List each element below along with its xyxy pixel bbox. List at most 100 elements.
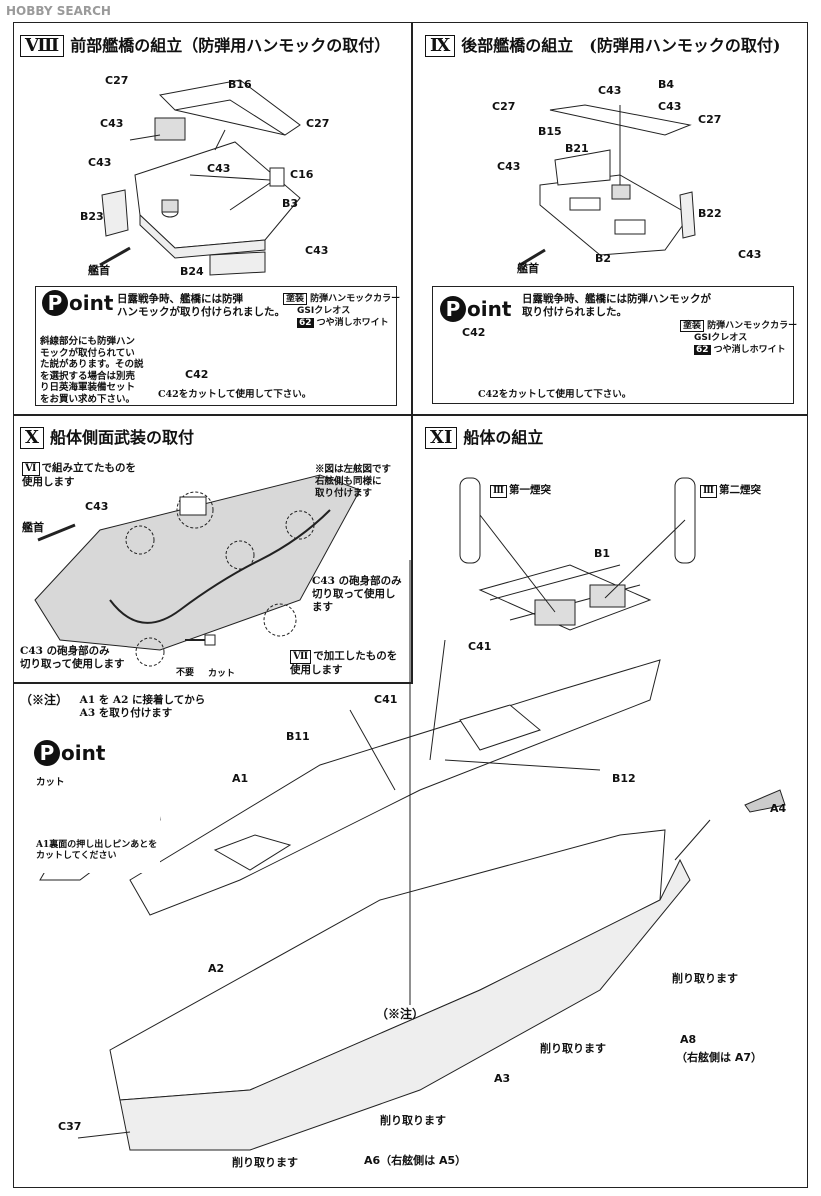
point-p-icon: P	[440, 296, 466, 322]
s10-c43-gun-note: C43 の砲身部のみ 切り取って使用し ます	[312, 575, 402, 613]
s9-part-b4: B4	[658, 78, 675, 91]
divider-horizontal-2	[13, 682, 413, 684]
s9-part-c27-2: C27	[698, 113, 722, 126]
s8-part-c16: C16	[290, 168, 314, 181]
paint-brand: GSIクレオス	[694, 333, 748, 343]
forward-bridge-drawing	[99, 79, 301, 276]
paint-tag: 塗装	[680, 320, 705, 332]
point-box-s9	[432, 286, 794, 404]
s11-part-c37: C37	[58, 1120, 82, 1133]
s11-assembly-note: （※注） A1 を A2 に接着してから A3 を取り付けます	[20, 694, 205, 720]
s11-point-text: A1裏面の押し出しピンあとを カットしてください	[36, 840, 158, 861]
s8-part-c43-4: C43	[305, 244, 329, 257]
ref-7-number: Ⅶ	[290, 650, 312, 664]
s11-remove-4: 削り取ります	[232, 1156, 298, 1169]
s9-part-c43-2: C43	[658, 100, 682, 113]
point-s9-cut-note: C42をカットして使用して下さい。	[478, 389, 632, 400]
s11-part-a8: A8	[680, 1033, 697, 1046]
s11-remove-3: 削り取ります	[380, 1114, 446, 1127]
s11-part-a3: A3	[494, 1072, 511, 1085]
funnel-1-text: 第一煙突	[508, 484, 551, 496]
hull-side-armament-drawing	[34, 474, 361, 667]
s10-bow-label: 艦首	[22, 521, 44, 534]
s11-part-a2: A2	[208, 962, 225, 975]
s11-part-b12: B12	[612, 772, 636, 785]
s11-part-a8-note: （右舷側は A7）	[676, 1051, 762, 1064]
watermark: HOBBY SEARCH	[6, 4, 111, 18]
point-badge-text: oint	[61, 741, 106, 765]
funnel-1-ref: Ⅲ	[490, 485, 507, 498]
s8-part-c27-2: C27	[306, 117, 330, 130]
paint-color: つや消しホワイト	[316, 318, 389, 328]
s10-part-c43: C43	[85, 500, 109, 513]
s9-part-c43-3: C43	[497, 160, 521, 173]
point-s8-side-note: 斜線部分にも防弾ハン モックが取付られてい た説があります。その説 を選択する場…	[40, 336, 144, 405]
paint-number: 62	[297, 318, 314, 328]
s9-part-c27: C27	[492, 100, 516, 113]
note-text: A1 を A2 に接着してから A3 を取り付けます	[79, 694, 206, 719]
s8-part-c27: C27	[105, 74, 129, 87]
divider-vertical-top	[411, 22, 413, 682]
paint-name: 防弾ハンモックカラー	[310, 294, 401, 304]
ref-6-text: で組み立てたものを 使用します	[22, 462, 136, 488]
s8-part-b24: B24	[180, 265, 204, 278]
point-s8-c42: C42	[185, 368, 209, 381]
paint-number: 62	[694, 345, 711, 355]
s10-c43-gun-note-2: C43 の砲身部のみ 切り取って使用します	[20, 645, 125, 670]
section-8-heading: 前部艦橋の組立（防弾用ハンモックの取付）	[70, 36, 391, 55]
paint-color: つや消しホワイト	[713, 345, 786, 355]
section-9-heading: 後部艦橋の組立 (防弾用ハンモックの取付)	[461, 36, 781, 55]
s11-part-a6: A6（右舷側は A5）	[364, 1154, 467, 1167]
paint-info-s8: 塗装 防弾ハンモックカラー GSIクレオス 62 つや消しホワイト	[283, 293, 400, 329]
section-11-heading: 船体の組立	[463, 428, 544, 447]
point-badge-text: oint	[69, 291, 114, 315]
s8-bow-label: 艦首	[88, 264, 110, 277]
section-8-number: Ⅷ	[20, 35, 65, 57]
ref-6-number: Ⅵ	[22, 462, 40, 476]
paint-name: 防弾ハンモックカラー	[707, 321, 798, 331]
paint-info-s9: 塗装 防弾ハンモックカラー GSIクレオス 62 つや消しホワイト	[680, 320, 797, 356]
s8-part-c43-2: C43	[207, 162, 231, 175]
section-8-title: Ⅷ 前部艦橋の組立（防弾用ハンモックの取付）	[20, 32, 390, 57]
section-10-heading: 船体側面武装の取付	[49, 428, 194, 447]
s11-part-a4: A4	[770, 802, 787, 815]
section-11-number: XI	[425, 427, 458, 449]
funnel-2-ref: Ⅲ	[700, 485, 717, 498]
s11-remove-2: 削り取ります	[540, 1042, 606, 1055]
instruction-frame	[13, 22, 808, 1188]
hull-assembly-drawing	[77, 477, 786, 1151]
s11-part-b1: B1	[594, 547, 611, 560]
section-9-number: Ⅸ	[425, 35, 456, 57]
note-mark: （※注）	[20, 693, 69, 707]
s11-part-b11: B11	[286, 730, 310, 743]
aft-bridge-drawing	[519, 104, 696, 267]
s9-part-c43: C43	[598, 84, 622, 97]
s11-part-c41-2: C41	[374, 693, 398, 706]
section-10-number: X	[20, 427, 44, 449]
ref-7-text: で加工したものを 使用します	[290, 650, 398, 676]
s9-part-b21: B21	[565, 142, 589, 155]
s8-part-b16: B16	[228, 78, 252, 91]
funnel-2-text: 第二煙突	[718, 484, 761, 496]
s10-figure-note: ※図は左舷図です 右舷側も同様に 取り付けます	[315, 464, 392, 499]
point-box-s8	[35, 286, 397, 406]
s9-bow-label: 艦首	[517, 262, 539, 275]
s9-part-b2: B2	[595, 252, 612, 265]
s9-part-b22: B22	[698, 207, 722, 220]
section-10-title: X 船体側面武装の取付	[20, 424, 194, 449]
s11-part-c41: C41	[468, 640, 492, 653]
point-badge-text: oint	[467, 297, 512, 321]
s8-part-c43-3: C43	[88, 156, 112, 169]
s8-part-b3: B3	[282, 197, 299, 210]
point-p-icon: P	[34, 740, 60, 766]
section-11-title: XI 船体の組立	[425, 424, 543, 449]
s10-unneeded-label: 不要	[176, 668, 195, 678]
paint-brand: GSIクレオス	[297, 306, 351, 316]
